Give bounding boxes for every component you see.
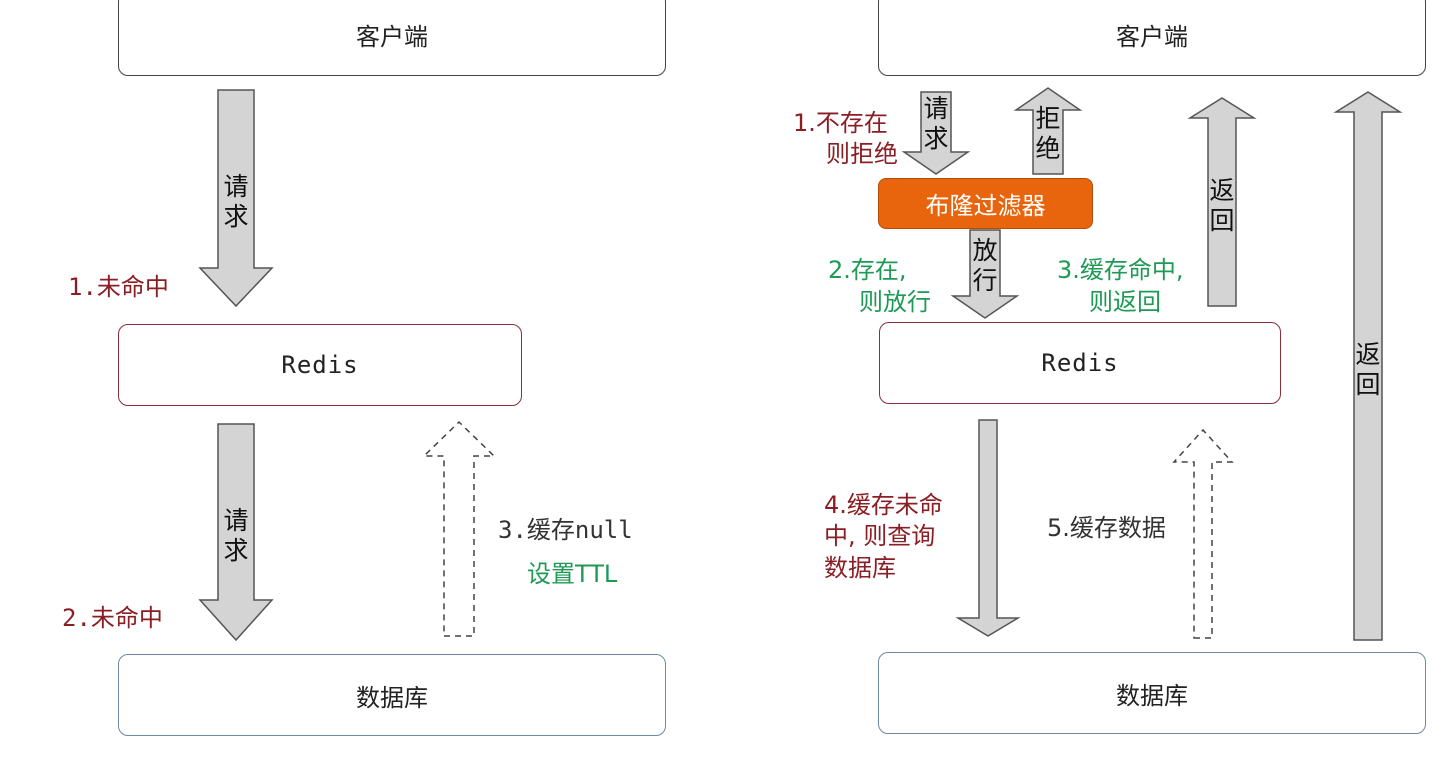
right-hit-line2: 则返回 xyxy=(1089,288,1161,316)
right-db-box: 数据库 xyxy=(878,652,1426,734)
right-cache-data-label: 5.缓存数据 xyxy=(1047,514,1166,542)
right-not-exist-line2: 则拒绝 xyxy=(826,140,898,168)
right-reject-text: 拒绝 xyxy=(1035,104,1061,163)
right-return-arrow-1 xyxy=(1187,97,1257,307)
right-reject-arrow xyxy=(1013,87,1083,175)
right-cache-data-arrow xyxy=(1172,428,1234,639)
left-request-arrow-1 xyxy=(198,89,274,308)
right-exist-line1: 2.存在, xyxy=(828,256,907,284)
left-request-text-1: 请求 xyxy=(223,172,249,231)
right-db-label: 数据库 xyxy=(1116,681,1188,710)
right-pass-arrow xyxy=(950,229,1020,319)
right-client-box: 客户端 xyxy=(878,0,1426,76)
bloom-filter-label: 布隆过滤器 xyxy=(925,192,1046,220)
right-exist-line2: 则放行 xyxy=(859,288,931,316)
right-not-exist-line1: 1.不存在 xyxy=(793,109,888,137)
left-db-box: 数据库 xyxy=(118,654,666,736)
right-redis-box: Redis xyxy=(879,322,1281,404)
right-return-text-2: 返回 xyxy=(1355,340,1381,399)
bloom-filter-box: 布隆过滤器 xyxy=(878,178,1093,229)
left-redis-label: Redis xyxy=(281,351,359,379)
left-cache-null-label: 3.缓存null xyxy=(498,516,633,544)
right-request-text: 请求 xyxy=(923,94,949,153)
right-redis-label: Redis xyxy=(1041,349,1119,377)
right-query-arrow xyxy=(955,419,1021,637)
right-client-label: 客户端 xyxy=(1116,22,1188,51)
left-request-text-2: 请求 xyxy=(223,506,249,565)
right-request-arrow xyxy=(901,91,971,175)
right-return-arrow-2 xyxy=(1333,91,1403,641)
right-return-text-1: 返回 xyxy=(1209,176,1235,235)
left-client-label: 客户端 xyxy=(356,22,428,51)
left-client-box: 客户端 xyxy=(118,0,666,76)
left-db-label: 数据库 xyxy=(356,683,428,712)
left-miss-label-1: 1.未命中 xyxy=(68,273,169,301)
left-cache-null-arrow xyxy=(422,420,496,637)
left-request-arrow-2 xyxy=(198,423,274,642)
left-set-ttl-label: 设置TTL xyxy=(527,560,618,588)
right-miss-line2: 中, 则查询 xyxy=(824,522,936,550)
right-hit-line1: 3.缓存命中, xyxy=(1057,256,1184,284)
left-redis-box: Redis xyxy=(118,324,522,406)
left-miss-label-2: 2.未命中 xyxy=(62,604,163,632)
right-miss-line1: 4.缓存未命 xyxy=(824,491,943,519)
right-miss-line3: 数据库 xyxy=(824,554,896,582)
right-pass-text: 放行 xyxy=(972,236,998,295)
